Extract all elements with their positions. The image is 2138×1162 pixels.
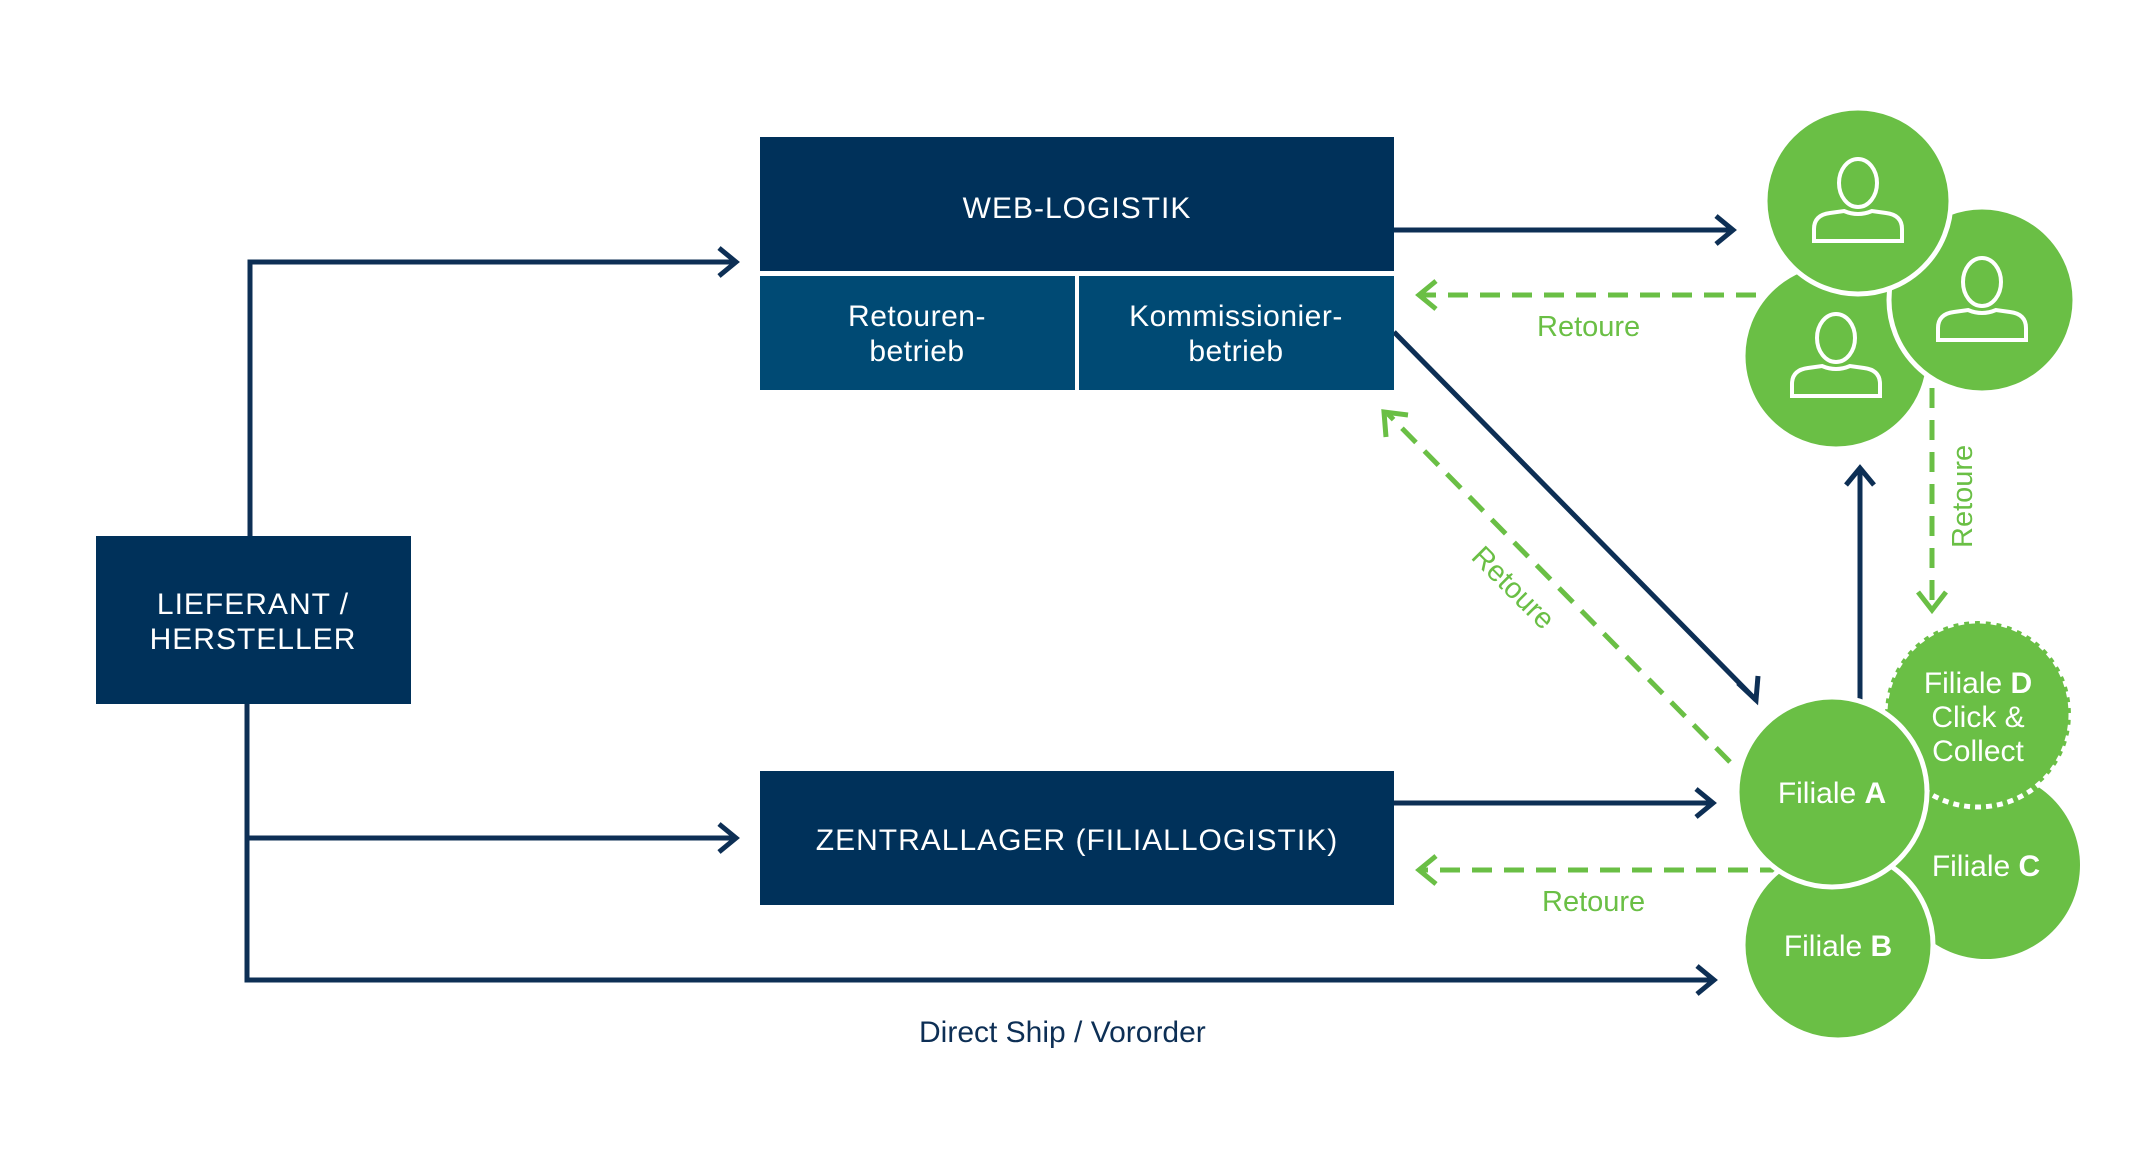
web-to-customers-arrowhead	[1714, 214, 1737, 246]
retoure-vertical-arrowhead	[1916, 590, 1948, 615]
supplier-to-zentrallager-arrowhead	[717, 822, 740, 854]
retourenbetrieb-line1: Retouren-	[848, 300, 986, 333]
zentrallager-box: ZENTRALLAGER (FILIALLOGISTIK)	[760, 771, 1394, 905]
navy-connectors	[244, 214, 1876, 996]
user-icon	[1790, 312, 1882, 398]
retourenbetrieb-rect	[760, 276, 1075, 390]
store-group: Filiale C Filiale D Click & Collect Fili…	[1734, 618, 2080, 1043]
retoure-diagonal-line	[1386, 412, 1732, 764]
supplier-line1: LIEFERANT /	[157, 588, 349, 621]
filiale-c-label: Filiale C	[1932, 850, 2040, 883]
supplier-to-web-arrowhead	[717, 246, 740, 278]
kommissionierbetrieb-rect	[1079, 276, 1394, 390]
web-logistik-box: WEB-LOGISTIK Retouren- betrieb Kommissio…	[760, 137, 1394, 390]
retourenbetrieb-line2: betrieb	[869, 335, 964, 368]
retoure-diagonal-arrowhead	[1381, 409, 1409, 438]
supplier-box: LIEFERANT / HERSTELLER	[96, 536, 411, 704]
zentrallager-title: ZENTRALLAGER (FILIALLOGISTIK)	[816, 824, 1338, 857]
supplier-to-zentrallager-line	[244, 700, 734, 841]
filiale-c: Filiale C	[1892, 771, 2080, 959]
direct-ship-arrowhead	[1695, 964, 1718, 996]
filiale-d-line2: Click &	[1931, 701, 2024, 734]
filiale-a: Filiale A	[1734, 694, 1930, 890]
filiale-b: Filiale B	[1740, 847, 1936, 1043]
retoure-bottom-arrowhead	[1415, 854, 1438, 886]
retoure-top-arrowhead	[1415, 279, 1438, 311]
kommission-to-filiale-line	[1392, 330, 1758, 702]
kommission-to-filiale-arrowhead	[1736, 675, 1761, 706]
filiale-d-line3: Collect	[1932, 735, 2024, 768]
filiale-a-label: Filiale A	[1778, 777, 1886, 810]
web-logistik-header-rect	[760, 137, 1394, 271]
kommissionierbetrieb-line1: Kommissionier-	[1129, 300, 1343, 333]
direct-ship-label: Direct Ship / Vororder	[919, 1016, 1206, 1049]
retoure-top-label: Retoure	[1537, 311, 1640, 343]
supplier-box-rect	[96, 536, 411, 704]
retoure-bottom-label: Retoure	[1542, 886, 1645, 918]
retoure-diagonal-label: Retoure	[1465, 540, 1561, 636]
retoure-vertical-label: Retoure	[1947, 445, 1979, 548]
direct-ship-line	[244, 838, 1712, 983]
filiale-to-customers-arrowhead	[1844, 464, 1876, 487]
customer-group	[1740, 105, 2078, 452]
user-icon	[1812, 157, 1904, 243]
zentrallager-rect	[760, 771, 1394, 905]
zentrallager-to-filiale-arrowhead	[1694, 787, 1717, 819]
web-logistik-title: WEB-LOGISTIK	[963, 192, 1192, 225]
kommissionierbetrieb-line2: betrieb	[1188, 335, 1283, 368]
green-return-connectors	[1381, 279, 1948, 886]
customer-circle-top	[1762, 105, 1954, 297]
supplier-to-web-line	[247, 259, 734, 536]
filiale-d-line1: Filiale D	[1924, 667, 2032, 700]
filiale-b-label: Filiale B	[1784, 930, 1892, 963]
user-icon	[1936, 256, 2028, 342]
supplier-line2: HERSTELLER	[150, 623, 357, 656]
